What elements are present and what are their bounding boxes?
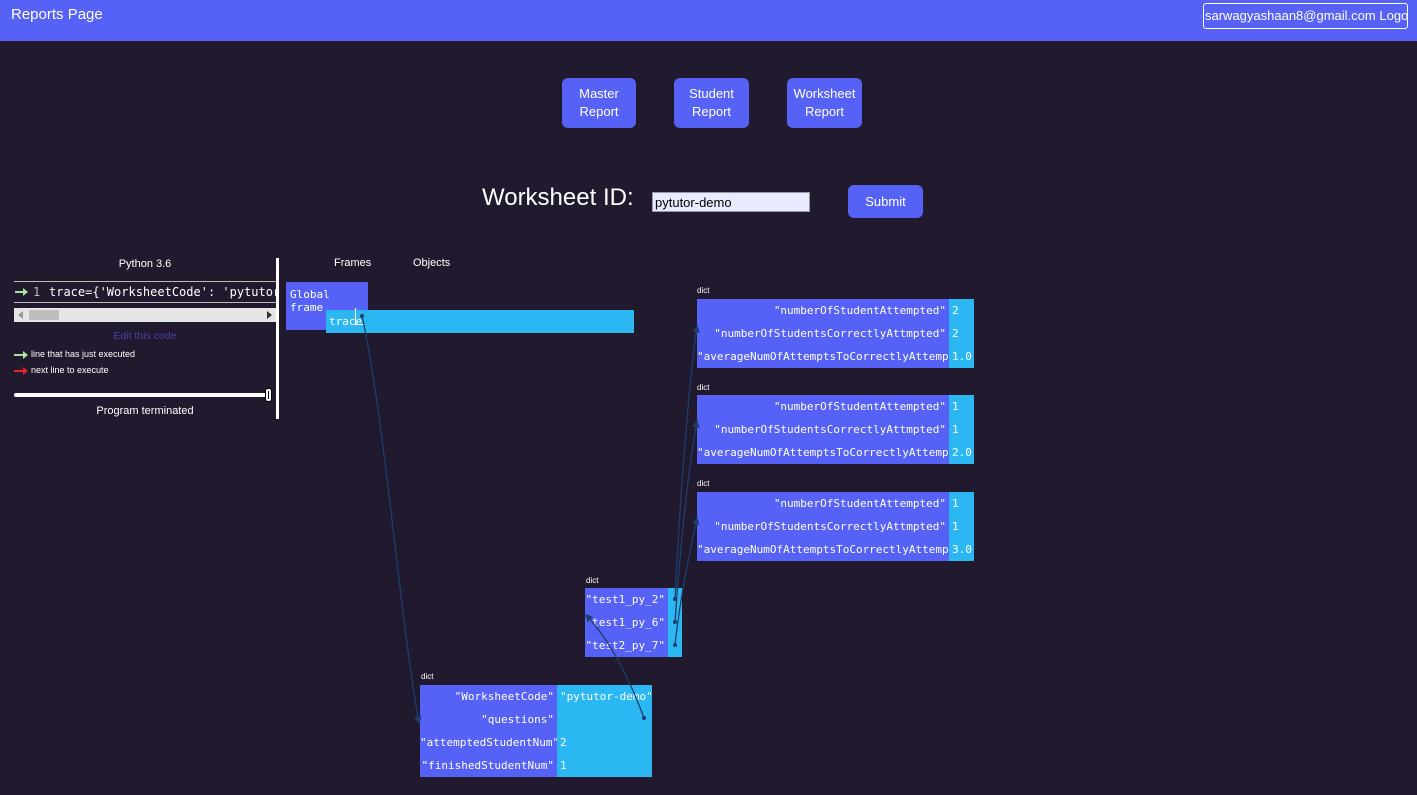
green-arrow-icon xyxy=(14,350,28,359)
code-line: 1 trace={'WorksheetCode': 'pytutor-demo'… xyxy=(14,281,276,303)
dict-value: 1 xyxy=(949,418,974,441)
dict-key: "numberOfStudentAttempted" xyxy=(697,395,949,418)
line-number: 1 xyxy=(33,285,41,299)
execution-slider-handle[interactable] xyxy=(265,388,272,402)
dict-value: 1 xyxy=(557,754,652,777)
legend-next: next line to execute xyxy=(14,365,109,375)
submit-button[interactable]: Submit xyxy=(848,185,923,218)
pointer-slot xyxy=(355,308,364,325)
dict-value: 2.0 xyxy=(949,441,974,464)
dict-value xyxy=(557,708,652,731)
dict-key: "averageNumOfAttemptsToCorrectlyAttempt" xyxy=(697,345,962,368)
dict-key: "test2_py_7" xyxy=(585,634,668,657)
dict-key: "numberOfStudentsCorrectlyAttmpted" xyxy=(697,515,949,538)
user-email: sarwagyashaan8@gmail.com xyxy=(1205,8,1376,23)
objects-header: Objects xyxy=(413,257,451,269)
dict-key: "questions" xyxy=(420,708,557,731)
legend-executed: line that has just executed xyxy=(14,349,135,359)
execution-slider[interactable] xyxy=(14,393,269,397)
executed-line-arrow-icon xyxy=(15,288,28,296)
scroll-left-icon[interactable] xyxy=(18,311,23,319)
dict-value: 3.0 xyxy=(949,538,974,561)
dict-key: "numberOfStudentsCorrectlyAttmpted" xyxy=(697,322,949,345)
scrollbar-thumb[interactable] xyxy=(29,310,59,320)
dict-value xyxy=(668,611,682,634)
global-frame-title: Global frame xyxy=(290,288,330,314)
frame-variable-trace: trace xyxy=(326,310,634,333)
dict-key: "finishedStudentNum" xyxy=(420,754,557,777)
dict-type-label: dict xyxy=(697,286,710,295)
worksheet-id-label: Worksheet ID: xyxy=(482,184,634,211)
dict-key: "numberOfStudentAttempted" xyxy=(697,492,949,515)
dict-type-label: dict xyxy=(697,479,710,488)
dict-value: 1 xyxy=(949,492,974,515)
dict-key: "attemptedStudentNum" xyxy=(420,731,559,754)
legend-executed-text: line that has just executed xyxy=(31,349,136,359)
student-report-button[interactable]: Student Report xyxy=(674,78,749,128)
dict-value: 1 xyxy=(949,395,974,418)
dict-key: "numberOfStudentsCorrectlyAttmpted" xyxy=(697,418,949,441)
top-navbar: Reports Page sarwagyashaan8@gmail.com Lo… xyxy=(0,0,1417,41)
code-text: trace={'WorksheetCode': 'pytutor-demo', … xyxy=(49,285,276,299)
dict-value: 2 xyxy=(949,299,974,322)
dict-type-label: dict xyxy=(697,383,710,392)
master-report-button[interactable]: Master Report xyxy=(562,78,636,128)
legend-next-text: next line to execute xyxy=(31,365,109,375)
dict-value: 2 xyxy=(557,731,652,754)
dict-value: 1.0 xyxy=(949,345,974,368)
worksheet-id-input[interactable] xyxy=(652,192,810,212)
code-horizontal-scrollbar[interactable] xyxy=(14,308,276,322)
pointer-q1-to-stats1 xyxy=(674,324,700,600)
dict-value: 1 xyxy=(949,515,974,538)
worksheet-report-button[interactable]: Worksheet Report xyxy=(787,78,862,128)
dict-value xyxy=(668,634,682,657)
account-box: sarwagyashaan8@gmail.com Logout xyxy=(1203,3,1408,29)
frames-header: Frames xyxy=(334,257,372,269)
global-frame: Global frame trace xyxy=(286,282,634,333)
dict-value xyxy=(668,588,682,611)
python-version-label: Python 3.6 xyxy=(118,258,172,270)
pointer-trace-to-root xyxy=(361,315,422,725)
edit-code-link[interactable]: Edit this code xyxy=(113,330,177,342)
dict-type-label: dict xyxy=(421,672,434,681)
dict-value: 2 xyxy=(949,322,974,345)
dict-key: "averageNumOfAttemptsToCorrectlyAttempt" xyxy=(697,441,962,464)
page-title: Reports Page xyxy=(11,6,103,23)
panel-divider[interactable] xyxy=(276,258,279,419)
dict-key: "numberOfStudentAttempted" xyxy=(697,299,949,322)
dict-key: "averageNumOfAttemptsToCorrectlyAttempt" xyxy=(697,538,962,561)
program-status: Program terminated xyxy=(96,405,194,417)
dict-type-label: dict xyxy=(586,576,599,585)
dict-value: "pytutor-demo" xyxy=(557,685,653,708)
logout-link[interactable]: Logout xyxy=(1379,8,1408,23)
dict-key: "WorksheetCode" xyxy=(420,685,557,708)
red-arrow-icon xyxy=(14,366,28,375)
scroll-right-icon[interactable] xyxy=(267,311,272,319)
dict-key: "test1_py_6" xyxy=(585,611,668,634)
dict-key: "test1_py_2" xyxy=(585,588,668,611)
